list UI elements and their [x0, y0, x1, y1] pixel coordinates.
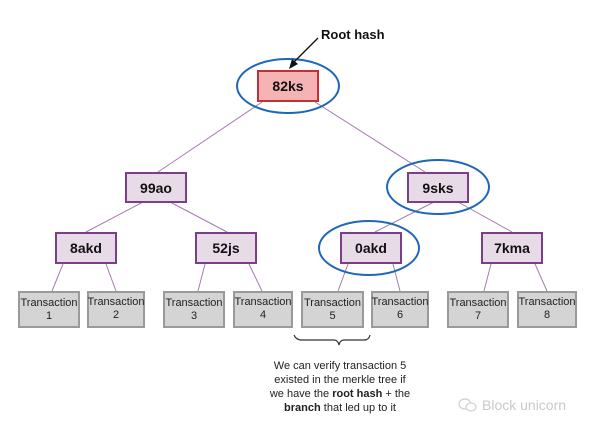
wechat-icon	[458, 398, 477, 412]
hash-node-7kma: 7kma	[481, 232, 543, 264]
watermark: Block unicorn	[458, 397, 566, 413]
edge	[85, 201, 144, 233]
verification-caption: We can verify transaction 5 existed in t…	[250, 359, 430, 415]
tx-label: Transaction	[20, 296, 78, 309]
tx-label: Transaction	[518, 296, 576, 308]
caption-line-2: existed in the merkle tree if	[274, 374, 406, 386]
highlight-ring-9sks	[386, 159, 490, 215]
tx-number: 6	[396, 309, 404, 321]
tx-label: Transaction	[234, 296, 292, 308]
caption-text: that led up to it	[320, 402, 396, 414]
tx-number: 7	[474, 309, 482, 322]
tx-label: Transaction	[165, 296, 223, 309]
edge	[392, 263, 401, 292]
tx-label: Transaction	[449, 296, 507, 309]
tx-number: 5	[329, 309, 336, 322]
watermark-text: Block unicorn	[482, 397, 567, 413]
caption-line-4: branch that led up to it	[250, 401, 430, 415]
tx-number: 3	[190, 309, 198, 322]
edge	[51, 263, 64, 292]
root-hash-label: Root hash	[321, 27, 385, 42]
caption-bold-root-hash: root hash	[332, 388, 383, 400]
edge	[483, 263, 492, 292]
tx-number: 2	[112, 309, 120, 321]
edge	[248, 263, 263, 292]
hash-node-99ao: 99ao	[125, 172, 187, 203]
highlight-ring-root	[236, 58, 340, 114]
tx-number: 8	[543, 309, 551, 321]
root-hash-node: 82ks	[257, 70, 319, 102]
hash-node-9sks: 9sks	[407, 172, 469, 203]
tx-number: 4	[259, 309, 267, 321]
caption-text: we have the	[269, 388, 333, 400]
edge	[314, 101, 426, 173]
caption-line-3: we have the root hash + the	[250, 387, 430, 401]
edge	[157, 101, 263, 173]
tx-label: Transaction	[87, 296, 145, 308]
tx-label: Transaction	[303, 296, 362, 309]
hash-node-0akd: 0akd	[340, 232, 402, 264]
edge	[197, 263, 206, 292]
tx-number: 1	[45, 309, 53, 322]
root-arrow	[291, 37, 319, 65]
edge	[374, 201, 435, 233]
edge	[534, 263, 548, 292]
caption-text: + the	[382, 388, 411, 400]
brace-under-transaction-5	[293, 334, 371, 346]
edge	[169, 201, 228, 233]
caption-bold-branch: branch	[284, 402, 321, 414]
edge	[457, 201, 513, 233]
highlight-ring-0akd	[318, 220, 420, 276]
edge	[105, 263, 117, 292]
hash-node-52js: 52js	[195, 232, 257, 264]
edge	[337, 263, 349, 292]
hash-node-8akd: 8akd	[55, 232, 117, 264]
caption-line-1: We can verify transaction 5	[273, 360, 407, 372]
tx-label: Transaction	[371, 296, 429, 308]
root-arrow-head	[289, 59, 298, 69]
